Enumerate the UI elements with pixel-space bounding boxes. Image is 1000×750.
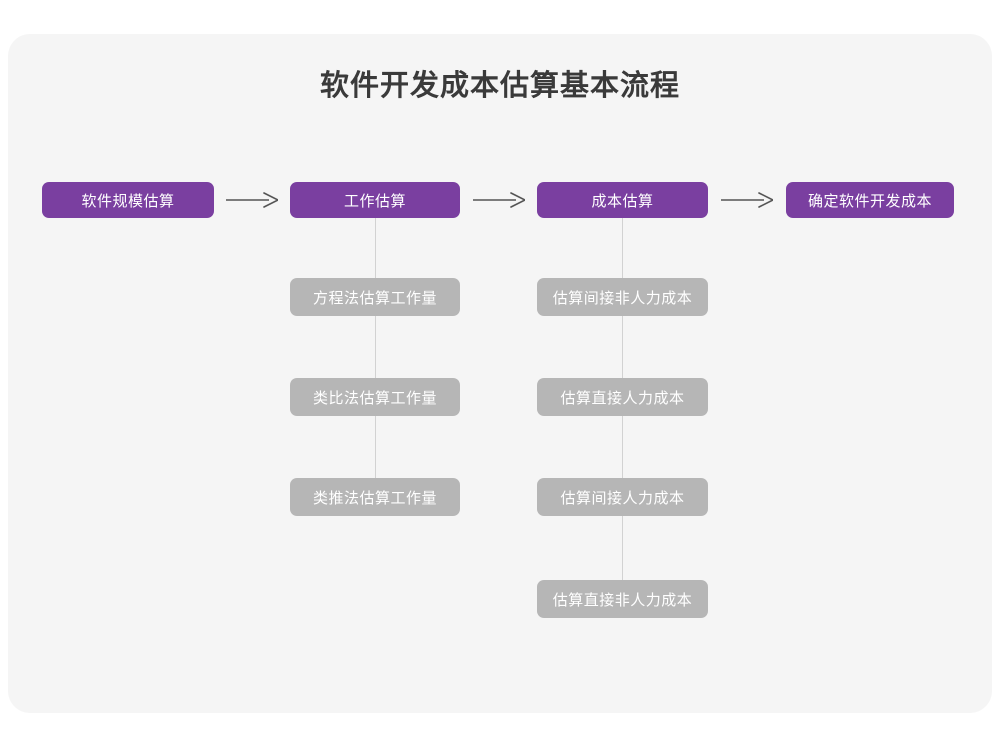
sub-box-label: 估算间接非人力成本 (552, 289, 693, 307)
flow-arrow-icon (473, 190, 525, 210)
sub-box-估算间接非人力成本[interactable]: 估算间接非人力成本 (537, 278, 708, 316)
diagram-panel (8, 34, 992, 713)
page-title: 软件开发成本估算基本流程 (319, 70, 680, 102)
sub-box-类推法估算工作量[interactable]: 类推法估算工作量 (290, 478, 460, 516)
sub-box-估算间接人力成本[interactable]: 估算间接人力成本 (537, 478, 708, 516)
stage-label: 工作估算 (343, 192, 406, 210)
sub-box-label: 类推法估算工作量 (312, 489, 437, 507)
sub-box-估算直接人力成本[interactable]: 估算直接人力成本 (537, 378, 708, 416)
flow-arrow-icon (721, 190, 773, 210)
stage-box-成本估算[interactable]: 成本估算 (537, 182, 708, 218)
sub-box-方程法估算工作量[interactable]: 方程法估算工作量 (290, 278, 460, 316)
stage-box-工作估算[interactable]: 工作估算 (290, 182, 460, 218)
sub-box-估算直接非人力成本[interactable]: 估算直接非人力成本 (537, 580, 708, 618)
sub-box-类比法估算工作量[interactable]: 类比法估算工作量 (290, 378, 460, 416)
stage-label: 成本估算 (591, 192, 654, 210)
sub-box-label: 估算间接人力成本 (560, 489, 685, 507)
flow-arrow-icon (226, 190, 278, 210)
stage-label: 确定软件开发成本 (807, 192, 932, 210)
sub-box-label: 估算直接人力成本 (560, 389, 685, 407)
stage-box-软件规模估算[interactable]: 软件规模估算 (42, 182, 214, 218)
sub-box-label: 类比法估算工作量 (312, 389, 437, 407)
stage-box-确定软件开发成本[interactable]: 确定软件开发成本 (786, 182, 954, 218)
stage-label: 软件规模估算 (81, 192, 175, 210)
branch-connector-line (375, 218, 376, 497)
sub-box-label: 方程法估算工作量 (312, 289, 437, 307)
sub-box-label: 估算直接非人力成本 (552, 591, 693, 609)
